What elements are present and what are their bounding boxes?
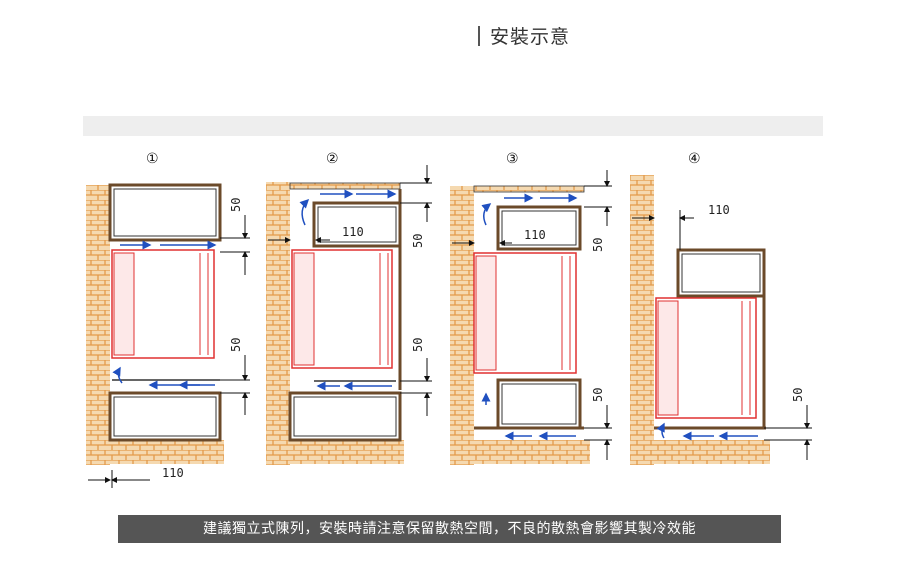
- panel-1-label: ①: [146, 151, 159, 167]
- panel-4: ④ 110 50: [630, 151, 812, 465]
- top-shelf: [289, 182, 401, 190]
- upper-cabinet: [496, 205, 582, 251]
- lower-cabinet: [288, 391, 402, 442]
- panel-3: ③ 110 50 50: [450, 151, 612, 465]
- dim-side-gap: 110: [524, 228, 546, 242]
- lower-cabinet: [496, 378, 582, 430]
- dim-bottom-gap: 50: [229, 338, 243, 352]
- panel-2: ② 110 50 50: [266, 151, 432, 465]
- brick-wall-left: [630, 175, 654, 465]
- brick-floor: [266, 440, 404, 464]
- dim-side-gap: 110: [708, 203, 730, 217]
- header-strip: [83, 116, 823, 136]
- brick-wall-left: [266, 182, 290, 465]
- dim-bottom-gap: 50: [411, 338, 425, 352]
- top-shelf: [473, 185, 585, 193]
- brick-floor: [450, 440, 590, 464]
- title-text: 安裝示意: [490, 26, 571, 48]
- upper-cabinet: [108, 183, 222, 242]
- upper-cabinet: [676, 248, 766, 298]
- page-title: 安裝示意: [478, 22, 570, 49]
- panel-3-label: ③: [506, 151, 519, 167]
- brick-floor: [630, 440, 770, 464]
- dim-top-gap: 50: [411, 234, 425, 248]
- dim-top-gap: 50: [591, 238, 605, 252]
- panel-4-label: ④: [688, 151, 701, 167]
- panel-1: ① 50 50 110: [86, 151, 250, 488]
- upper-cabinet: [312, 201, 402, 248]
- dim-top-gap: 50: [229, 198, 243, 212]
- brick-wall-left: [86, 185, 110, 465]
- dim-bottom-gap: 50: [591, 388, 605, 402]
- dim-side-gap: 110: [342, 225, 364, 239]
- caption-banner: 建議獨立式陳列，安裝時請注意保留散熱空間，不良的散熱會影響其製冷效能: [118, 515, 781, 543]
- brick-floor: [86, 440, 224, 464]
- panel-2-label: ②: [326, 151, 339, 167]
- dim-bottom-gap: 50: [791, 388, 805, 402]
- lower-cabinet: [108, 391, 222, 442]
- title-divider: [478, 26, 480, 46]
- dim-side-gap: 110: [162, 466, 184, 480]
- brick-wall-left: [450, 186, 474, 465]
